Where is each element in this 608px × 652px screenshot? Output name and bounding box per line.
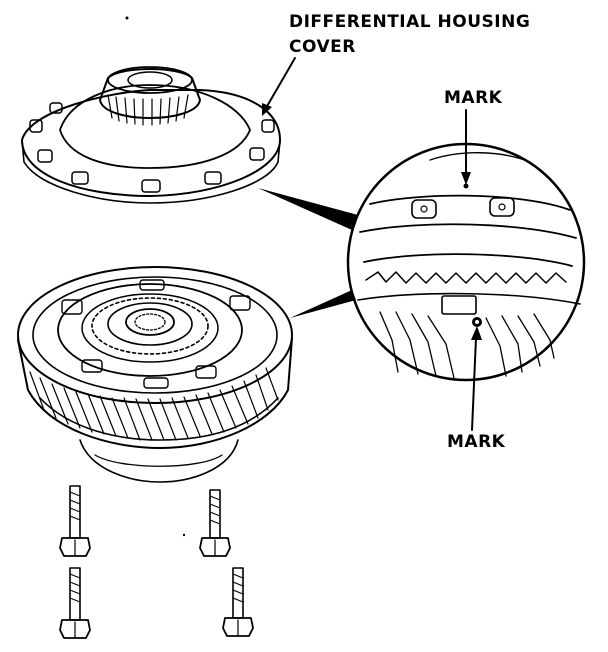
bolt-3 [59, 567, 91, 639]
differential-housing-cover [21, 66, 281, 204]
zoom-wedge-top [258, 188, 358, 230]
cover-label-line1: DIFFERENTIAL HOUSING [289, 12, 530, 32]
cover-leader-arrow [262, 57, 296, 116]
cover-tapered-bearing [99, 66, 201, 126]
scan-speck [125, 16, 129, 20]
bolt-2 [199, 489, 231, 557]
ring-gear-assembly [17, 266, 293, 483]
mark-label-bottom: MARK [447, 432, 506, 452]
cover-label-line2: COVER [289, 37, 356, 57]
ring-gear-teeth [29, 367, 279, 441]
bolt-4 [222, 567, 254, 637]
mark-bottom-leader-arrow [471, 326, 482, 431]
detail-magnifier [346, 142, 586, 382]
bolt-1 [59, 485, 91, 557]
mark-top-leader-arrow [461, 109, 471, 185]
zoom-wedge-bottom [290, 290, 356, 318]
mark-label-top: MARK [444, 88, 503, 108]
scan-speck [182, 533, 186, 537]
cover-bolt-bosses [29, 102, 275, 193]
